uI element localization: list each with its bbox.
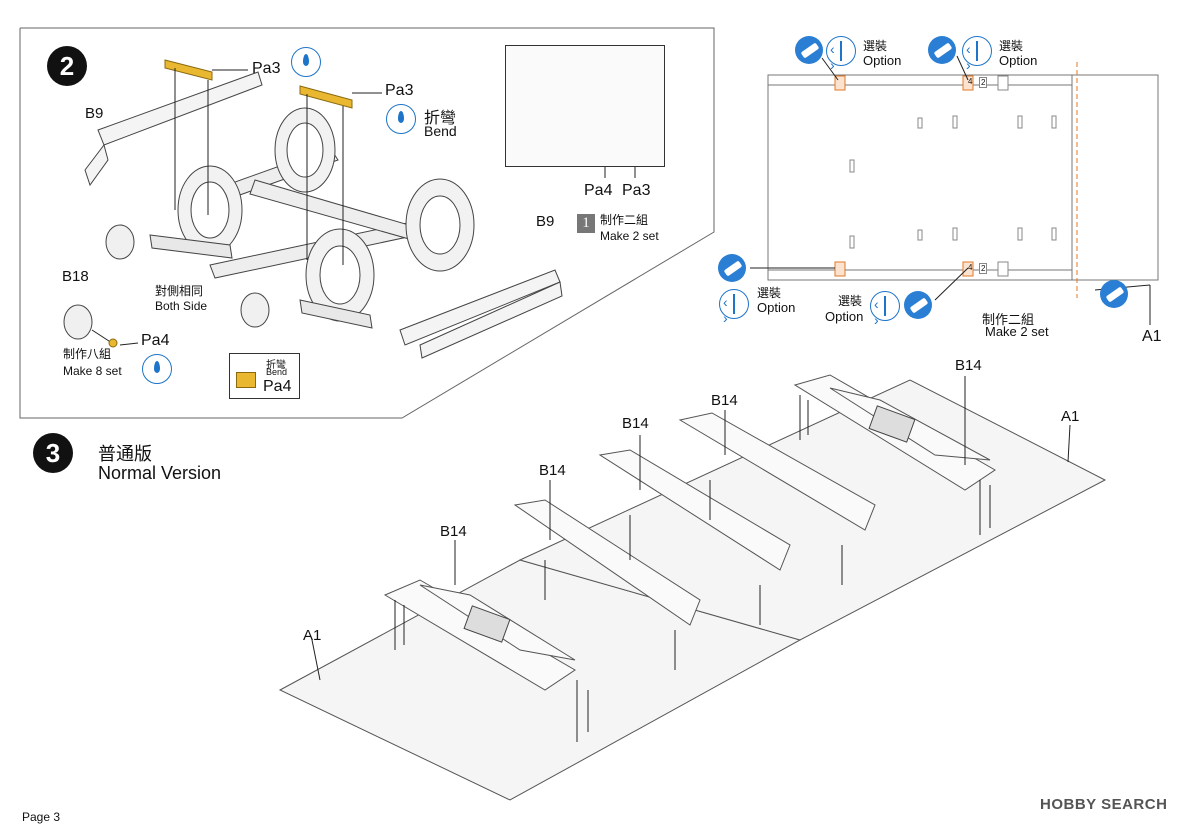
option-zh-label-1: 選裝 bbox=[863, 39, 888, 53]
inset-pa3-label: Pa3 bbox=[622, 182, 651, 199]
part-b9-left-label: B9 bbox=[85, 105, 104, 122]
frame-marker-4-top: 4 bbox=[968, 77, 973, 86]
bend-drop-icon bbox=[386, 104, 416, 134]
frame-marker-4-bottom: 4 bbox=[968, 263, 973, 272]
both-side-en-label: Both Side bbox=[155, 299, 208, 313]
part-b14-label-3: B14 bbox=[622, 415, 649, 432]
saw-icon-2 bbox=[928, 36, 956, 64]
option-zh-label-3: 選裝 bbox=[757, 286, 782, 300]
bendbox-zh-label: 折彎 bbox=[266, 360, 286, 371]
pa4-bend-box: 折彎 Bend Pa4 bbox=[229, 353, 300, 399]
make-2-set-tag: 1 bbox=[577, 214, 595, 233]
part-b14-label-1: B14 bbox=[440, 523, 467, 540]
frame-make-2-en-label: Make 2 set bbox=[985, 324, 1049, 339]
part-a1-label-left: A1 bbox=[303, 627, 322, 644]
saw-icon-3 bbox=[718, 254, 746, 282]
page-number: Page 3 bbox=[22, 810, 61, 824]
step-3-badge: 3 bbox=[33, 433, 73, 473]
saw-icon-4 bbox=[904, 291, 932, 319]
option-en-label-4: Option bbox=[825, 309, 864, 324]
frame-make-2-zh-label: 制作二組 bbox=[982, 312, 1035, 327]
part-pa3-left-label: Pa3 bbox=[252, 60, 281, 77]
glue-drop-icon-pa4 bbox=[142, 354, 172, 384]
part-a1-label-right: A1 bbox=[1061, 408, 1080, 425]
part-b14-label-2: B14 bbox=[539, 462, 566, 479]
part-pa4-label: Pa4 bbox=[141, 332, 170, 349]
saw-icon-5 bbox=[1100, 280, 1128, 308]
make-8-en-label: Make 8 set bbox=[63, 364, 122, 378]
wheel-detail-inset bbox=[505, 45, 665, 167]
bendbox-part-label: Pa4 bbox=[263, 378, 292, 395]
option-icon-4 bbox=[870, 291, 900, 328]
step-3-title-zh: 普通版 bbox=[98, 444, 152, 464]
option-zh-label-2: 選裝 bbox=[999, 39, 1024, 53]
make-8-zh-label: 制作八組 bbox=[63, 347, 112, 361]
part-b14-label-4: B14 bbox=[711, 392, 738, 409]
bendbox-en-label: Bend bbox=[266, 367, 288, 377]
part-b14-label-5: B14 bbox=[955, 357, 982, 374]
option-en-label-1: Option bbox=[863, 53, 902, 68]
part-b18-label: B18 bbox=[62, 268, 89, 285]
option-zh-label-4: 選裝 bbox=[838, 294, 863, 308]
frame-marker-2-top: 2 bbox=[979, 77, 988, 88]
option-en-label-2: Option bbox=[999, 53, 1038, 68]
option-icon-2 bbox=[962, 36, 992, 73]
frame-a1-label: A1 bbox=[1142, 328, 1162, 345]
frame-marker-2-bottom: 2 bbox=[979, 263, 988, 274]
part-b9-right-label: B9 bbox=[536, 213, 555, 230]
bend-zh-label: 折彎 bbox=[424, 110, 457, 127]
make-2-en-label: Make 2 set bbox=[600, 229, 659, 243]
pa4-bend-part-icon bbox=[236, 372, 256, 388]
glue-drop-icon bbox=[291, 47, 321, 77]
part-pa3-right-label: Pa3 bbox=[385, 82, 414, 99]
make-2-zh-label: 制作二組 bbox=[600, 213, 649, 227]
option-icon-3 bbox=[719, 289, 749, 326]
inset-pa4-label: Pa4 bbox=[584, 182, 613, 199]
both-side-zh-label: 對側相同 bbox=[155, 284, 204, 298]
step-3-title-en: Normal Version bbox=[98, 463, 222, 483]
watermark-logo: HOBBY SEARCH bbox=[1040, 796, 1168, 813]
option-icon-1 bbox=[826, 36, 856, 73]
step-2-badge: 2 bbox=[47, 46, 87, 86]
bend-en-label: Bend bbox=[424, 123, 457, 139]
saw-icon-1 bbox=[795, 36, 823, 64]
option-en-label-3: Option bbox=[757, 300, 796, 315]
